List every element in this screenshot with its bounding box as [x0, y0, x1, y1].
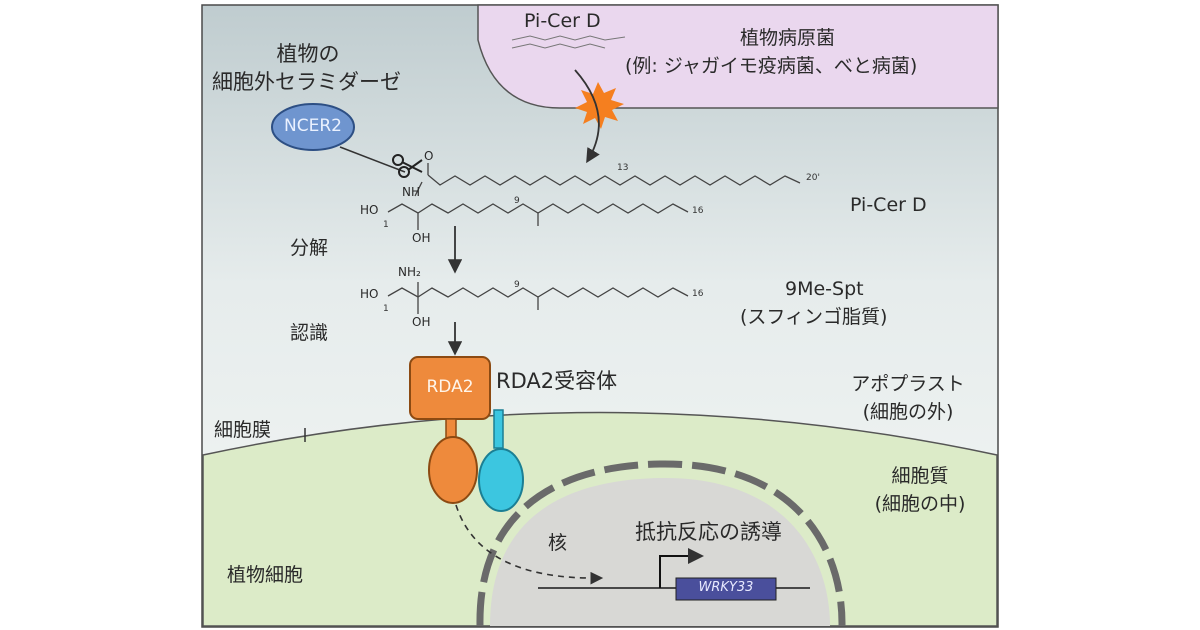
spt-structure: [387, 282, 689, 314]
plant-cell-label: 植物細胞: [227, 564, 304, 586]
cytoplasm-label-2: (細胞の中): [874, 493, 966, 515]
apoplast-label-2: (細胞の外): [862, 401, 954, 423]
picer-structure: [387, 163, 801, 230]
pathogen-title: 植物病原菌: [740, 27, 836, 49]
pathogen-region: [477, 4, 999, 109]
atom-ho-1: HO: [360, 203, 379, 217]
atom-ho-2: HO: [360, 287, 379, 301]
apoplast-label-1: アポプラスト: [851, 373, 965, 395]
pathogen-examples: (例: ジャガイモ疫病菌、べと病菌): [625, 55, 918, 77]
scissors-icon: [392, 154, 423, 178]
ncer2-enzyme: [271, 103, 355, 151]
pathogen-lipid-chain-2: [511, 43, 606, 49]
atom-c9-a: 9: [514, 196, 520, 206]
atom-c20: 20': [806, 173, 820, 183]
transcription-arrow: [659, 548, 704, 588]
atom-c9-b: 9: [514, 280, 520, 290]
recognition-label: 認識: [290, 322, 329, 344]
rda2-badge: RDA2: [426, 377, 474, 397]
pathogen-molecule-label: Pi-Cer D: [524, 10, 601, 32]
nuclear-envelope: [476, 460, 846, 627]
partner-domain: [478, 448, 524, 512]
atom-c16: 16: [692, 206, 704, 216]
spt-class: (スフィンゴ脂質): [740, 306, 888, 328]
nucleus-label: 核: [548, 532, 568, 554]
degradation-label: 分解: [290, 237, 329, 259]
rda2-label: RDA2受容体: [496, 369, 618, 393]
spt-name: 9Me-Spt: [785, 278, 864, 300]
signal-arrow: [455, 504, 604, 585]
enzyme-title-line1: 植物の: [276, 42, 340, 66]
wrky33-gene-box: [675, 577, 777, 601]
membrane-label: 細胞膜: [214, 419, 272, 441]
atom-c1-a: 1: [383, 220, 389, 230]
enzyme-title-line2: 細胞外セラミダーゼ: [212, 70, 401, 94]
atom-o: O: [424, 149, 434, 163]
atom-nh: NH: [402, 185, 420, 199]
ncer2-pointer: [339, 146, 406, 173]
atom-c1-b: 1: [383, 304, 389, 314]
atom-c13: 13: [617, 163, 629, 173]
response-title: 抵抗反応の誘導: [635, 520, 782, 544]
release-arrow: [574, 69, 600, 164]
wrky33-gene-label: WRKY33: [698, 580, 754, 595]
atom-nh2: NH₂: [398, 265, 421, 279]
partner-transmembrane: [493, 409, 504, 449]
atom-oh-2: OH: [412, 315, 431, 329]
atom-c16-b: 16: [692, 289, 704, 299]
picer-name: Pi-Cer D: [850, 194, 927, 216]
ncer2-badge: NCER2: [284, 116, 342, 136]
pathogen-lipid-chain-1: [511, 35, 626, 41]
pathogen-burst: [575, 82, 624, 129]
cytoplasm-label-1: 細胞質: [891, 465, 949, 487]
atom-oh-1: OH: [412, 231, 431, 245]
rda2-kinase-domain: [428, 436, 478, 504]
